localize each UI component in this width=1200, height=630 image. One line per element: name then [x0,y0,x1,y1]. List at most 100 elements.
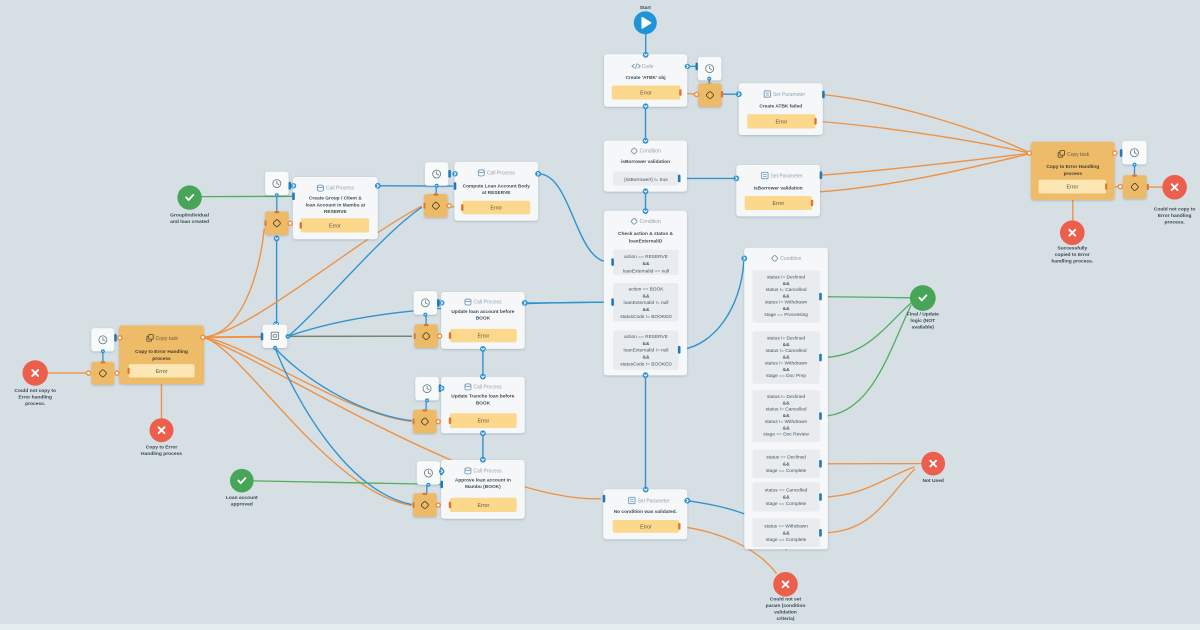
svg-text:&&: && [783,306,790,312]
svg-text:Not Used: Not Used [922,478,943,484]
svg-text:stage == Complete: stage == Complete [766,537,807,543]
svg-text:status != Declined: status != Declined [767,336,806,342]
svg-text:Update loan account before: Update loan account before [451,309,514,315]
svg-text:Final / Update: Final / Update [907,312,939,318]
svg-text:status != Withdrawn: status != Withdrawn [765,419,808,425]
svg-text:&&: && [783,413,790,419]
svg-text:&&: && [643,293,650,299]
svg-text:Error: Error [1067,185,1079,191]
svg-text:Compute Loan Account Body: Compute Loan Account Body [463,183,531,189]
svg-text:stage == Complete: stage == Complete [766,468,807,474]
svg-text:BOOK: BOOK [476,316,491,322]
svg-text:stage == Processing: stage == Processing [764,312,808,318]
svg-text:validation: validation [774,610,797,616]
svg-text:Error: Error [477,333,489,339]
svg-text:&&: && [783,367,790,373]
svg-text:status == Declined: status == Declined [766,455,806,461]
svg-text:loanExternalID: loanExternalID [629,238,663,244]
svg-text:stage == Doc Prep: stage == Doc Prep [766,373,806,379]
svg-text:stage == Complete: stage == Complete [766,501,807,507]
svg-text:&&: && [783,530,790,536]
svg-text:isBorrower validation: isBorrower validation [621,159,670,165]
svg-text:Error: Error [640,524,652,530]
svg-text:param (condition: param (condition [766,603,806,609]
svg-text:action == BOOK: action == BOOK [629,287,665,293]
svg-text:Handling process: Handling process [141,451,182,457]
svg-text:RESERVE: RESERVE [324,209,348,215]
svg-text:Error: Error [329,223,341,229]
svg-text:&&: && [783,293,790,299]
svg-text:Copy to Error Handling: Copy to Error Handling [135,349,188,355]
svg-text:Copy to Error Handling: Copy to Error Handling [1046,164,1099,170]
svg-text:Call Process: Call Process [474,468,503,474]
svg-text:Error: Error [772,201,784,207]
svg-text:Error handling: Error handling [1158,213,1192,219]
svg-text:&&: && [643,261,650,267]
svg-text:Create 'ATBK' obj: Create 'ATBK' obj [626,75,666,81]
svg-text:&&: && [783,425,790,431]
svg-text:Could not copy to: Could not copy to [14,388,56,394]
svg-text:&&: && [783,281,790,287]
svg-text:Set Parameter: Set Parameter [637,498,670,504]
svg-text:Create ATBK failed: Create ATBK failed [759,103,802,109]
svg-text:status == Withdrawn: status == Withdrawn [764,524,808,530]
svg-text:&&: && [783,461,790,467]
svg-text:&&: && [783,354,790,360]
svg-text:Error: Error [477,419,489,425]
svg-text:status != Cancelled: status != Cancelled [766,348,807,354]
svg-text:process: process [152,356,171,362]
svg-text:Start: Start [640,5,652,11]
svg-text:process.: process. [1165,219,1186,225]
svg-text:Error: Error [156,369,168,375]
svg-text:Error: Error [490,205,502,211]
svg-text:Call Process: Call Process [474,384,503,390]
svg-text:Successfully: Successfully [1057,246,1087,252]
svg-text:copied to Error: copied to Error [1055,252,1090,258]
svg-text:No condition was validated.: No condition was validated. [614,509,677,515]
svg-text:Call Process: Call Process [474,300,503,306]
svg-text:Group/Individual: Group/Individual [170,212,209,218]
svg-text:action == RESERVE: action == RESERVE [624,254,668,260]
svg-text:Update Tranche loan before: Update Tranche loan before [451,394,515,400]
svg-text:criteria): criteria) [777,616,795,622]
svg-text:Set Parameter: Set Parameter [770,173,803,179]
svg-text:at RESERVE: at RESERVE [482,190,511,196]
svg-text:Loan account: Loan account [226,495,258,501]
svg-text:logic (NOT: logic (NOT [910,318,935,324]
svg-text:&&: && [783,494,790,500]
svg-text:Could not copy to: Could not copy to [1154,207,1196,213]
svg-text:action == RESERVE: action == RESERVE [624,334,668,340]
svg-text:and loan created: and loan created [170,219,209,225]
svg-text:&&: && [783,400,790,406]
svg-text:Condition: Condition [780,256,801,262]
svg-text:Create Group / Client &: Create Group / Client & [309,196,362,202]
svg-text:status != Cancelled: status != Cancelled [766,287,807,293]
svg-text:statusCode != BOOKED: statusCode != BOOKED [620,361,672,367]
svg-text:&&: && [643,341,650,347]
svg-text:Call Process: Call Process [326,186,355,192]
svg-text:status != Declined: status != Declined [767,394,806,400]
svg-text:loanExternalId == null: loanExternalId == null [623,269,669,275]
svg-text:loan Account in Mambu at: loan Account in Mambu at [306,202,366,208]
svg-text:stage == Doc Review: stage == Doc Review [763,432,809,438]
svg-text:{!isBorrower!} != true: {!isBorrower!} != true [624,177,668,183]
svg-text:Condition: Condition [640,149,661,155]
svg-text:&&: && [643,307,650,313]
svg-text:&&: && [643,355,650,361]
svg-text:status != Cancelled: status != Cancelled [766,407,807,413]
svg-text:process: process [1064,171,1083,177]
svg-text:loanExternalId != null: loanExternalId != null [624,348,669,354]
svg-text:Copy task: Copy task [156,336,179,342]
svg-text:process.: process. [25,401,46,407]
svg-text:statusCode != BOOKED: statusCode != BOOKED [620,314,672,320]
svg-text:Error handling: Error handling [18,395,52,401]
svg-text:&&: && [783,342,790,348]
svg-text:Could not set: Could not set [770,597,802,603]
svg-text:Copy task: Copy task [1067,152,1090,158]
svg-text:approved: approved [231,501,253,507]
svg-text:Condition: Condition [640,219,661,225]
svg-text:status != Declined: status != Declined [767,275,806,281]
svg-text:handling process.: handling process. [1051,259,1093,265]
svg-text:Mambu (BOOK): Mambu (BOOK) [465,484,501,490]
svg-text:Copy to Error: Copy to Error [146,444,178,450]
